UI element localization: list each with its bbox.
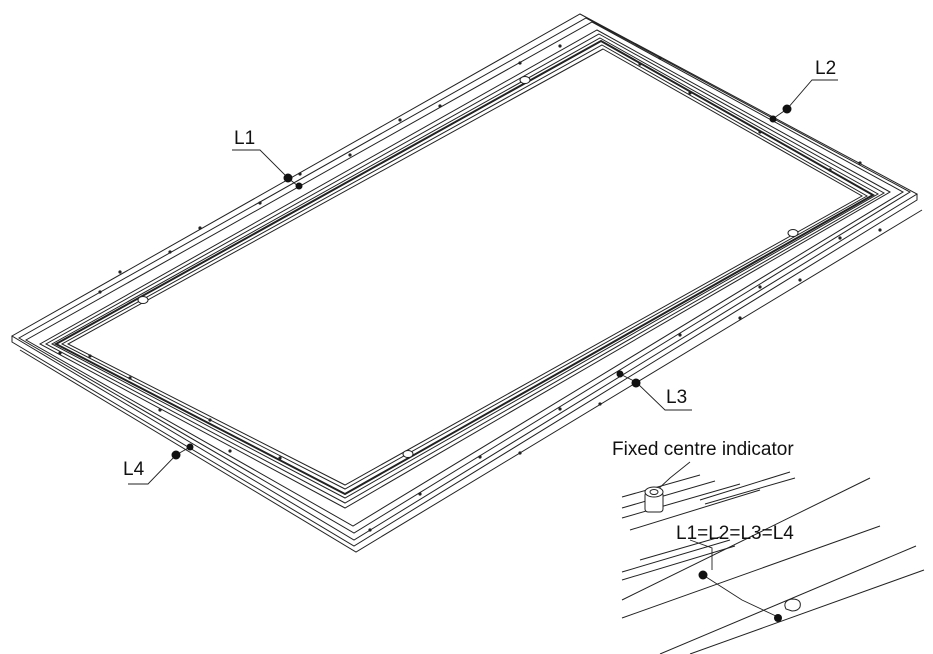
centre-indicator-tabs (137, 76, 799, 458)
marker-l3a (616, 370, 624, 378)
label-l4-group: L4 (123, 443, 194, 485)
label-l3-group: L3 (616, 370, 692, 411)
label-l3: L3 (666, 387, 687, 408)
detail-title: Fixed centre indicator (612, 439, 794, 460)
marker-l2a (782, 104, 792, 114)
detail-marker-b (774, 614, 782, 622)
label-l1: L1 (234, 128, 255, 149)
label-l1-group: L1 (232, 128, 303, 190)
label-l2-group: L2 (769, 58, 838, 123)
detail-marker-a (698, 570, 708, 580)
label-l4: L4 (123, 459, 145, 480)
frame-screws (58, 44, 882, 532)
detail-equation: L1=L2=L3=L4 (676, 523, 794, 544)
label-l2: L2 (815, 58, 836, 79)
indicator-peg-icon (644, 486, 664, 513)
detail-inset: Fixed centre indicator (612, 439, 925, 654)
inner-frame (38, 29, 892, 509)
keyhole-icon (784, 598, 801, 612)
marker-l2b (769, 115, 777, 123)
marker-l4a (171, 450, 181, 460)
marker-l1a (283, 173, 293, 183)
marker-l4b (186, 443, 194, 451)
marker-l1b (295, 182, 303, 190)
marker-l3b (631, 378, 641, 388)
